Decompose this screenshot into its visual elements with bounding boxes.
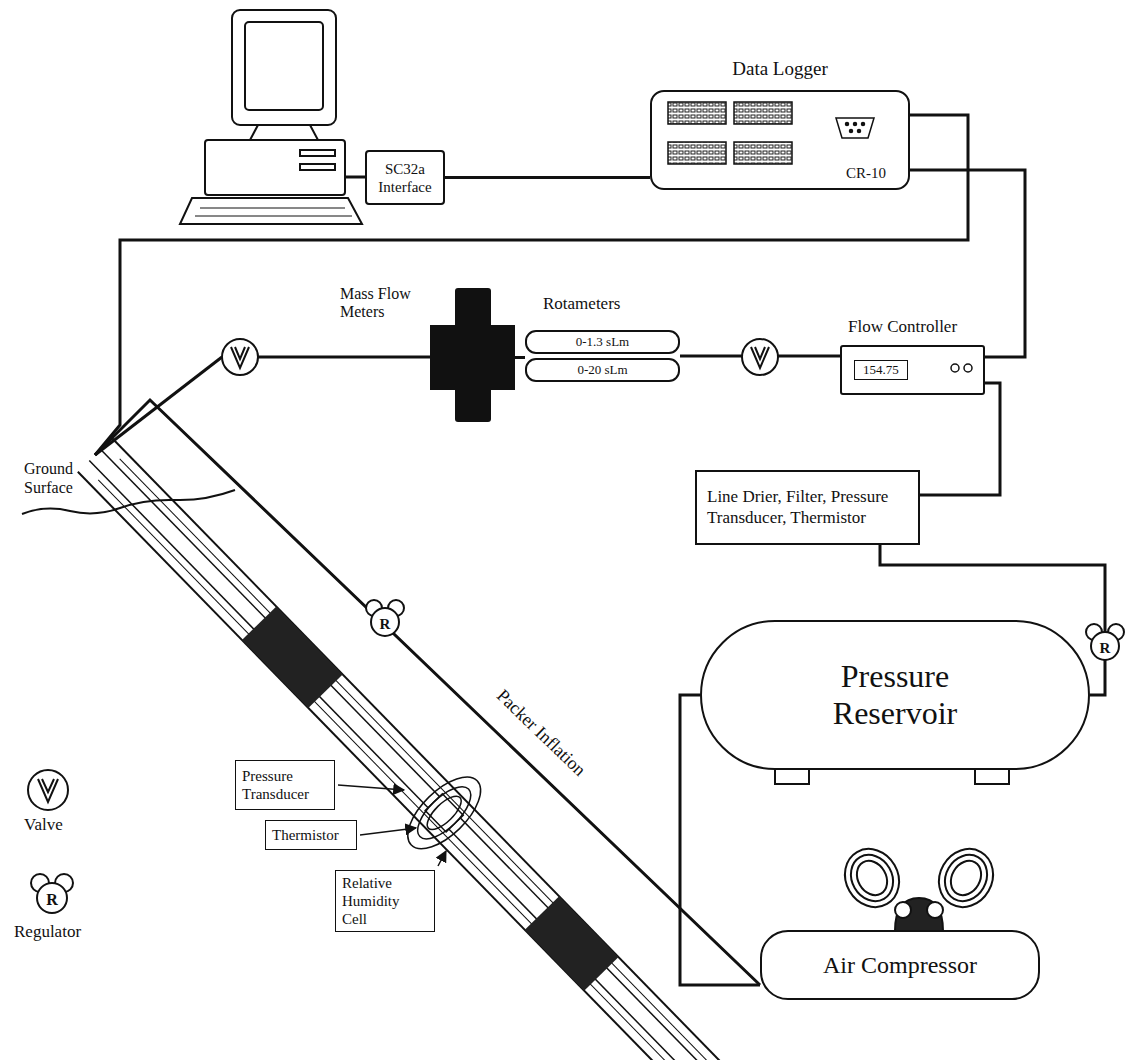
node-label: Rotameters (543, 294, 620, 314)
node-text: 154.75 (854, 360, 908, 380)
mass-flow-meter-block: Mass Flow Meters (430, 325, 515, 390)
symbol-letter: R (1099, 641, 1112, 656)
reservoir-tank: Pressure Reservoir (700, 620, 1090, 770)
rotameter-pair: Rotameters0-1.3 sLm0-20 sLm (525, 330, 680, 382)
data-logger-panels (668, 102, 874, 164)
annotation-label: Packer Inflation (492, 685, 590, 780)
node-label: Thermistor (272, 826, 339, 844)
symbol-letter: R (379, 617, 392, 632)
reservoir-feet (775, 768, 1009, 784)
interface-box: SC32a Interface (365, 150, 445, 205)
node-label: Relative Humidity Cell (342, 874, 428, 928)
valve-symbol (222, 339, 258, 375)
computer (180, 10, 362, 224)
legend-text: Regulator (14, 922, 81, 942)
wiring (95, 115, 968, 985)
callout-box: Relative Humidity Cell (335, 870, 435, 932)
pipe-line (515, 356, 525, 359)
pipe-line (920, 383, 1000, 495)
pipe-line (445, 176, 650, 179)
node-label: Air Compressor (823, 952, 977, 979)
flow-controller-box: Flow Controller154.75 (840, 345, 985, 395)
node-text: 0-1.3 sLm (525, 330, 680, 354)
node-label: Flow Controller (848, 317, 957, 337)
callout-box: Thermistor (265, 820, 357, 850)
legend-text: Valve (24, 815, 63, 835)
legend-regulator-symbol (31, 874, 73, 913)
borehole (62, 423, 756, 1060)
controller-knobs (951, 364, 972, 372)
node-label: SC32a Interface (367, 160, 443, 196)
callout-box: Pressure Transducer (235, 760, 335, 810)
compressor-motor (834, 839, 1003, 931)
valve-symbol (742, 339, 778, 375)
legend-valve-symbol (28, 770, 68, 810)
line-drier-box: Line Drier, Filter, Pressure Transducer,… (695, 470, 920, 545)
node-label: Pressure Transducer (242, 767, 328, 803)
regulator-symbol (366, 600, 404, 636)
symbol-letter: R (45, 892, 59, 908)
node-label: Line Drier, Filter, Pressure Transducer,… (707, 487, 908, 528)
node-text: CR-10 (846, 165, 886, 182)
data-logger-box: Data LoggerCR-10 (650, 90, 910, 190)
node-label: Mass Flow Meters (340, 285, 412, 320)
node-text: 0-20 sLm (525, 358, 680, 382)
node-label: Pressure Reservoir (797, 658, 993, 732)
compressor-body: Air Compressor (760, 930, 1040, 1000)
node-label: Data Logger (652, 58, 908, 80)
annotation-label: Ground Surface (24, 460, 100, 498)
regulator-symbol (1086, 624, 1124, 660)
